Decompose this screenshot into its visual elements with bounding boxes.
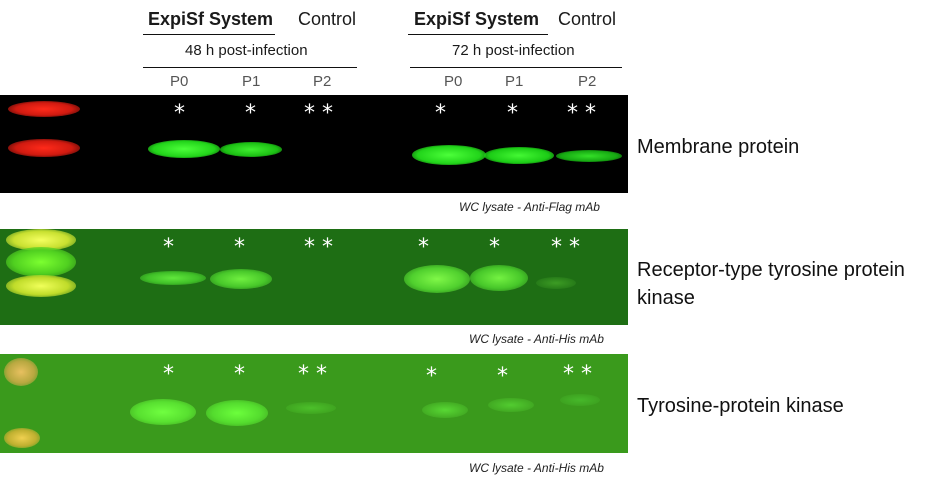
- band-72h-p0: [422, 402, 468, 418]
- marker-48h-p1: *: [234, 235, 245, 260]
- marker-72h-p0: *: [426, 364, 437, 389]
- marker-72h-p0: *: [435, 101, 446, 126]
- timepoint-line-72h: [410, 67, 622, 68]
- marker-72h-p2: * *: [563, 362, 592, 387]
- blot-membrane-protein: * * * * * * * *: [0, 95, 628, 193]
- marker-48h-p2: * *: [304, 235, 333, 260]
- blot-tyrosine-protein-kinase: * * * * * * * *: [0, 354, 628, 453]
- control-label-72h: Control: [558, 9, 617, 29]
- protein-label-receptor-tyrosine-kinase: Receptor-type tyrosine protein kinase: [637, 259, 905, 309]
- band-48h-p1: [210, 269, 272, 289]
- system-underline-48h: [143, 34, 275, 35]
- band-48h-p1: [220, 142, 282, 157]
- band-48h-p2: [286, 402, 336, 414]
- timepoint-label-72h: 72 h post-infection: [452, 42, 575, 59]
- caption-blot-3: WC lysate - Anti-His mAb: [469, 461, 604, 475]
- marker-72h-p1: *: [497, 364, 508, 389]
- lane-label-p1-48h: P1: [242, 73, 261, 90]
- expisf-system-label-72h: ExpiSf System: [414, 9, 540, 29]
- marker-72h-p2: * *: [567, 101, 596, 126]
- marker-48h-p0: *: [174, 101, 185, 126]
- lane-label-p2-72h: P2: [578, 73, 597, 90]
- expisf-system-label-48h: ExpiSf System: [148, 9, 274, 29]
- band-48h-p0: [130, 399, 196, 425]
- protein-label-tyrosine-protein-kinase: Tyrosine-protein kinase: [637, 395, 844, 417]
- protein-label-membrane: Membrane protein: [637, 136, 800, 158]
- caption-blot-1: WC lysate - Anti-Flag mAb: [459, 200, 600, 214]
- ladder-band-upper: [6, 229, 76, 251]
- marker-72h-p1: *: [489, 235, 500, 260]
- ladder-band-upper: [4, 358, 38, 386]
- band-48h-p0: [148, 140, 220, 158]
- band-72h-p1: [484, 147, 554, 164]
- band-72h-p1: [470, 265, 528, 291]
- marker-72h-p2: * *: [551, 235, 580, 260]
- band-48h-p0: [140, 271, 206, 285]
- system-underline-72h: [408, 34, 548, 35]
- marker-48h-p0: *: [163, 362, 174, 387]
- marker-48h-p0: *: [163, 235, 174, 260]
- marker-48h-p1: *: [234, 362, 245, 387]
- marker-48h-p1: *: [245, 101, 256, 126]
- band-72h-p0: [412, 145, 486, 165]
- caption-blot-2: WC lysate - Anti-His mAb: [469, 332, 604, 346]
- control-label-48h: Control: [298, 9, 357, 29]
- band-72h-p1: [488, 398, 534, 412]
- band-72h-p0: [404, 265, 470, 293]
- ladder-band-lower: [6, 275, 76, 297]
- marker-72h-p0: *: [418, 235, 429, 260]
- blot-receptor-tyrosine-kinase: * * * * * * * *: [0, 229, 628, 325]
- band-72h-p2: [560, 394, 600, 406]
- band-72h-p2: [536, 277, 576, 289]
- ladder-band-mid: [6, 247, 76, 277]
- lane-label-p0-72h: P0: [444, 73, 463, 90]
- band-72h-p2: [556, 150, 622, 162]
- timepoint-line-48h: [143, 67, 357, 68]
- band-48h-p1: [206, 400, 268, 426]
- marker-48h-p2: * *: [304, 101, 333, 126]
- ladder-band-lower: [8, 139, 80, 157]
- lane-label-p2-48h: P2: [313, 73, 332, 90]
- ladder-band-lower: [4, 428, 40, 448]
- marker-72h-p1: *: [507, 101, 518, 126]
- ladder-band-upper: [8, 101, 80, 117]
- lane-label-p0-48h: P0: [170, 73, 189, 90]
- lane-label-p1-72h: P1: [505, 73, 524, 90]
- timepoint-label-48h: 48 h post-infection: [185, 42, 308, 59]
- marker-48h-p2: * *: [298, 362, 327, 387]
